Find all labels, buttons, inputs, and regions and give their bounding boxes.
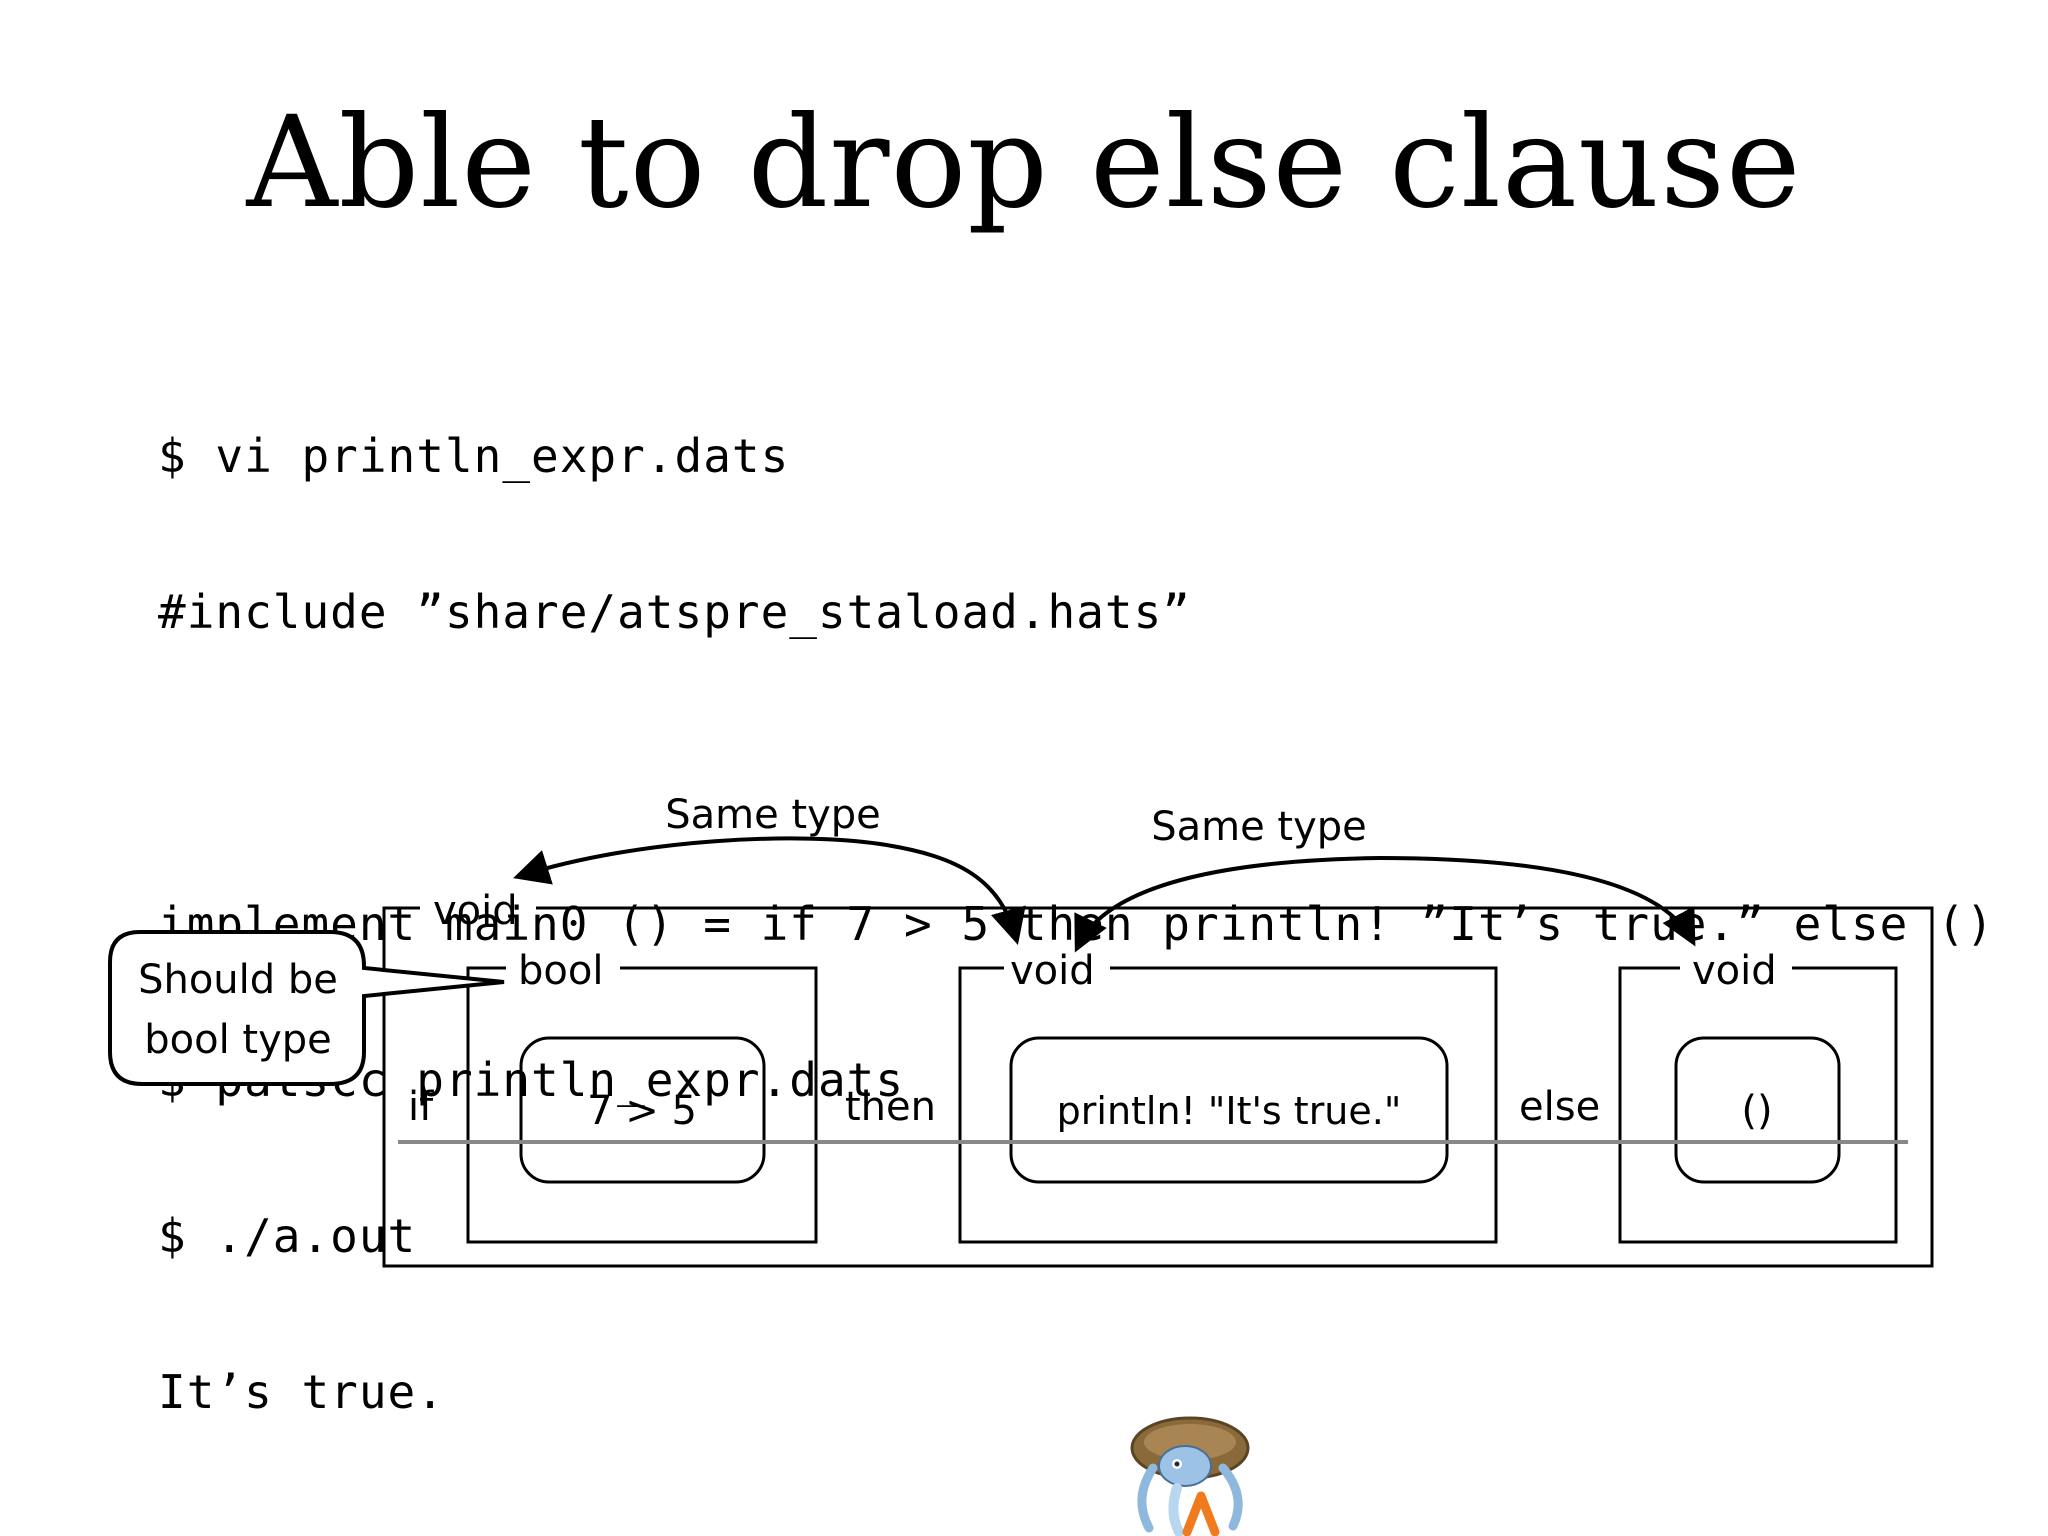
keyword-else: else — [1519, 1084, 1600, 1130]
cond-type-label: bool — [518, 948, 603, 994]
same-type-arrow-right — [1074, 855, 1696, 953]
outer-type-label: void — [433, 888, 518, 934]
else-expr: () — [1741, 1088, 1772, 1134]
same-type-arrow-left — [513, 836, 1026, 945]
cond-box — [466, 966, 818, 1244]
else-box — [1618, 966, 1898, 1244]
then-box — [958, 966, 1498, 1244]
then-type-label: void — [1010, 948, 1095, 994]
callout-line1: Should be — [138, 957, 338, 1003]
keyword-then: then — [845, 1084, 936, 1130]
mascot-icon — [1130, 1416, 1250, 1536]
keyword-if: if — [408, 1084, 434, 1130]
code-line: #include ”share/atspre_staload.hats” — [158, 585, 1191, 639]
callout-line2: bool type — [144, 1017, 332, 1063]
cond-expr: 7 > 5 — [587, 1088, 697, 1134]
else-expr-box — [1674, 1036, 1841, 1184]
same-type-label-right: Same type — [1151, 804, 1367, 850]
code-line: $ vi println_expr.dats — [158, 429, 790, 483]
then-expr-box — [1009, 1036, 1449, 1184]
code-line: It’s true. — [158, 1365, 445, 1419]
outer-void-frame — [382, 906, 1934, 1268]
callout-bubble — [108, 930, 505, 1086]
else-type-label: void — [1692, 948, 1777, 994]
code-line: $ ./a.out — [158, 1209, 417, 1263]
cond-expr-box — [519, 1036, 766, 1184]
slide-title: Able to drop else clause — [246, 89, 1802, 236]
then-expr: println! "It's true." — [1057, 1089, 1402, 1133]
same-type-label-left: Same type — [665, 792, 881, 838]
